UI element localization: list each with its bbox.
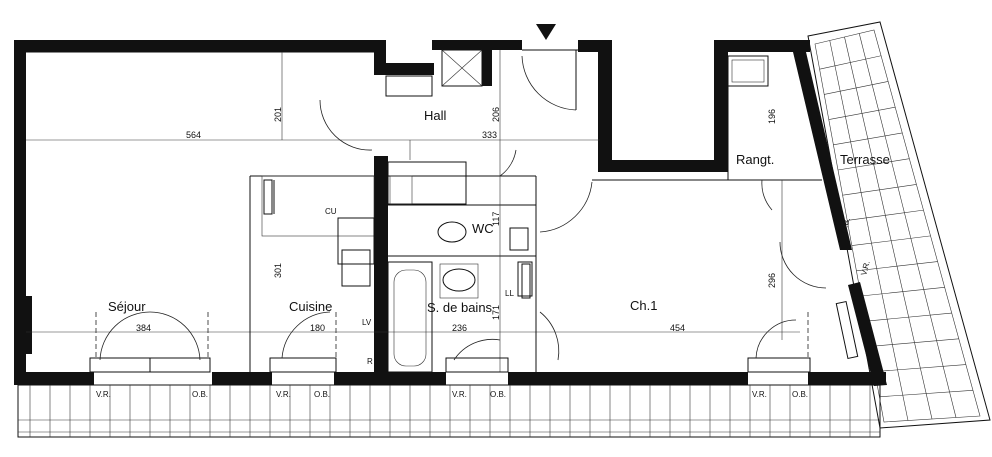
dim-180: 180 [310, 323, 325, 333]
dim-206: 206 [491, 107, 501, 122]
tag-cu: CU [325, 207, 337, 216]
room-label-sdb: S. de bains [427, 300, 493, 315]
room-label-rangt: Rangt. [736, 152, 774, 167]
dim-384: 384 [136, 323, 151, 333]
entrance-arrow [536, 24, 556, 40]
room-label-sejour: Séjour [108, 299, 146, 314]
dim-117: 117 [491, 212, 501, 226]
balcony-railing [17, 384, 881, 438]
dim-296: 296 [767, 273, 777, 288]
dim-301: 301 [273, 263, 283, 278]
room-label-terrasse: Terrasse [840, 152, 890, 167]
dim-171: 171 [491, 305, 501, 320]
tag-r: R [367, 357, 373, 366]
room-label-hall: Hall [424, 108, 447, 123]
door-swings [95, 55, 827, 361]
tag-vr-4: V.R. [752, 390, 767, 399]
dim-454: 454 [670, 323, 685, 333]
tag-ob-3: O.B. [490, 390, 506, 399]
tag-ob-2: O.B. [314, 390, 330, 399]
tag-ob-1: O.B. [192, 390, 208, 399]
room-label-ch1: Ch.1 [630, 298, 657, 313]
tag-ob-5: O.B. [839, 217, 852, 235]
tag-vr-3: V.R. [452, 390, 467, 399]
dim-564: 564 [186, 130, 201, 140]
dim-333: 333 [482, 130, 497, 140]
partitions [26, 49, 859, 373]
dim-196: 196 [767, 109, 777, 124]
tag-vr-2: V.R. [276, 390, 291, 399]
tag-ll: LL [505, 289, 514, 298]
tag-vr-5: V.R. [859, 260, 872, 277]
tag-vr-1: V.R. [96, 390, 111, 399]
tag-lv: LV [362, 318, 372, 327]
dim-236: 236 [452, 323, 467, 333]
dim-201: 201 [273, 107, 283, 122]
windows [89, 357, 811, 373]
room-label-wc: WC [472, 221, 494, 236]
room-label-cuisine: Cuisine [289, 299, 332, 314]
tag-ob-4: O.B. [792, 390, 808, 399]
walls [14, 40, 887, 386]
